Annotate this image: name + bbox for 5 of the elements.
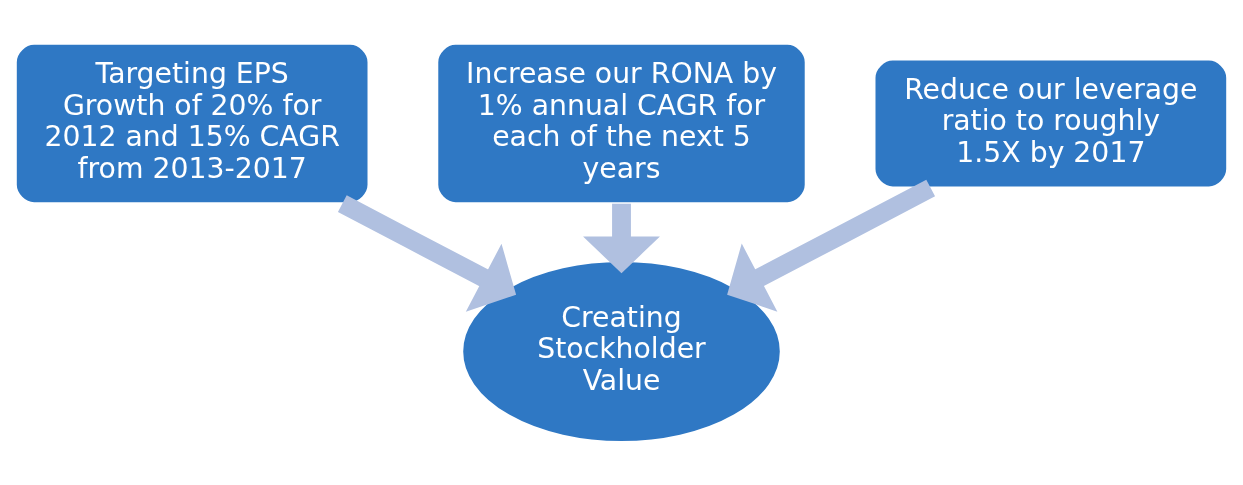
arrow <box>727 179 936 312</box>
node-box: Targeting EPS Growth of 20% for 2012 and 15% CAGR from 2013-2017 <box>13 41 371 205</box>
arrow <box>337 194 517 312</box>
arrow <box>583 203 660 273</box>
node-box: Increase our RONA by 1% annual CAGR for each of the next 5 years <box>435 41 808 205</box>
